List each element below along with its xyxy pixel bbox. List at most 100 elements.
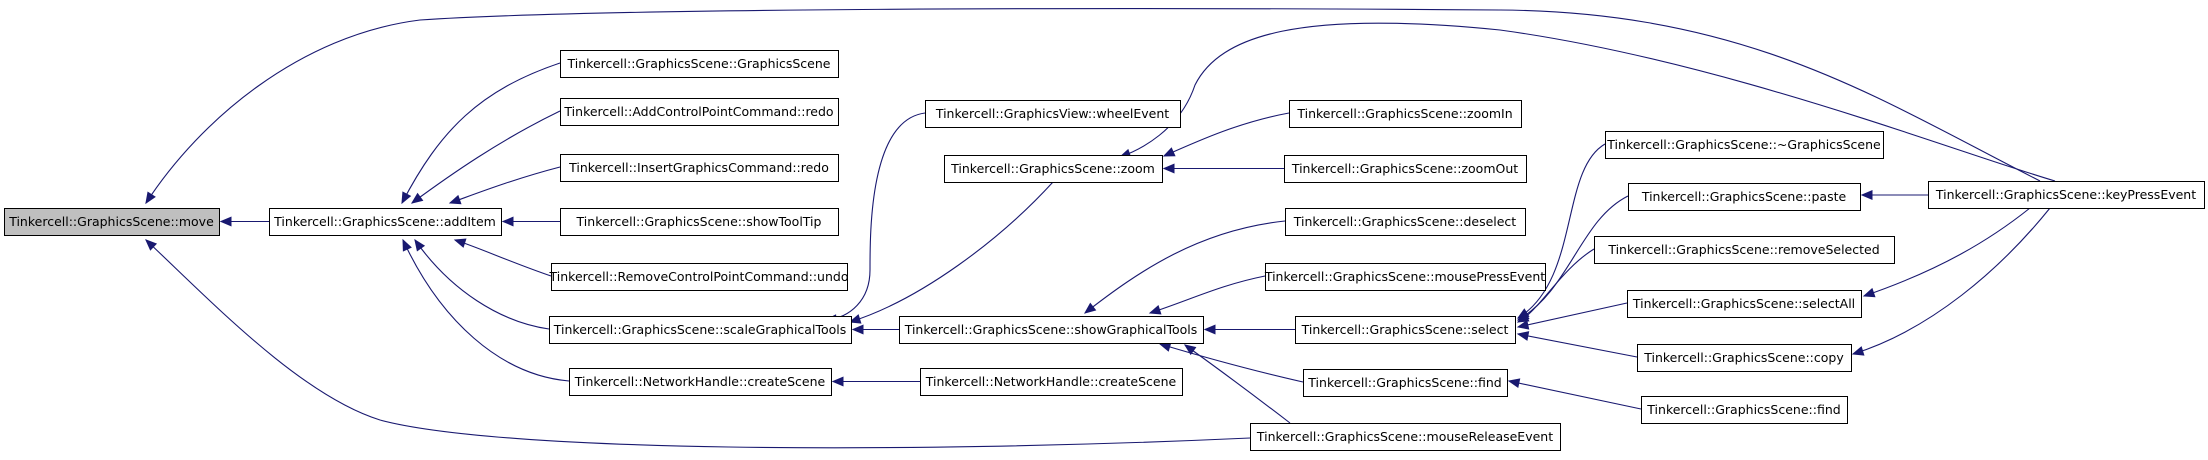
node-find2[interactable]: Tinkercell::GraphicsScene::find: [1641, 396, 1848, 424]
node-box: [1250, 423, 1561, 451]
node-box: [549, 316, 852, 344]
edge-line: [1517, 302, 1628, 328]
node-label: Tinkercell::GraphicsScene::deselect: [1293, 214, 1517, 229]
node-move[interactable]: Tinkercell::GraphicsScene::move: [4, 208, 220, 236]
node-nhCreate2[interactable]: Tinkercell::NetworkHandle::createScene: [920, 368, 1183, 396]
edge-zoomOut-to-zoom: [1162, 163, 1284, 174]
node-scaleGT[interactable]: Tinkercell::GraphicsScene::scaleGraphica…: [549, 316, 852, 344]
arrowhead: [831, 376, 844, 387]
node-box: [1627, 290, 1862, 318]
edge-scaleGT-to-addItem: [414, 238, 550, 330]
node-box: [4, 208, 220, 236]
node-box: [269, 208, 502, 236]
edge-keyPress-to-copy: [1851, 207, 2051, 356]
edge-line: [1149, 275, 1266, 314]
node-box: [1641, 396, 1848, 424]
edge-line: [849, 181, 1054, 323]
node-box: [944, 155, 1163, 183]
node-label: Tinkercell::GraphicsScene::GraphicsScene: [567, 56, 831, 71]
arrowhead: [848, 314, 862, 324]
arrowhead: [1516, 331, 1530, 341]
edge-mouseRelease-to-showGT: [1183, 344, 1291, 424]
edge-line: [145, 239, 1251, 449]
node-copy[interactable]: Tinkercell::GraphicsScene::copy: [1637, 344, 1852, 372]
arrowhead: [414, 238, 426, 252]
node-box: [1637, 344, 1852, 372]
edge-zoom-to-scaleGT: [848, 181, 1054, 324]
node-selectAll[interactable]: Tinkercell::GraphicsScene::selectAll: [1627, 290, 1862, 318]
arrowhead: [1862, 287, 1876, 298]
arrowhead: [402, 238, 412, 252]
edge-zoomIn-to-zoom: [1162, 112, 1290, 157]
arrowhead: [1148, 305, 1162, 315]
node-gsCtor[interactable]: Tinkercell::GraphicsScene::GraphicsScene: [560, 50, 839, 78]
arrowhead: [1507, 378, 1521, 389]
edge-line: [1508, 380, 1642, 410]
edge-keyPress-to-zoom: [1118, 22, 2056, 182]
node-label: Tinkercell::GraphicsScene::zoomIn: [1296, 106, 1512, 121]
node-label: Tinkercell::GraphicsScene::~GraphicsScen…: [1606, 137, 1881, 152]
node-addItem[interactable]: Tinkercell::GraphicsScene::addItem: [269, 208, 502, 236]
arrowhead: [1203, 324, 1216, 335]
edge-line: [1863, 207, 2031, 297]
edge-wheel-to-scaleGT: [824, 112, 926, 325]
node-showToolTip[interactable]: Tinkercell::GraphicsScene::showToolTip: [560, 208, 839, 236]
edge-line: [1517, 143, 1606, 319]
edge-gsCtor-to-addItem: [401, 62, 561, 205]
node-zoomIn[interactable]: Tinkercell::GraphicsScene::zoomIn: [1289, 100, 1522, 128]
node-zoomOut[interactable]: Tinkercell::GraphicsScene::zoomOut: [1284, 155, 1527, 183]
edge-line: [454, 239, 552, 277]
edge-nhCreate2-to-nhCreate1: [831, 376, 920, 387]
node-box: [1594, 236, 1895, 264]
arrowhead: [1162, 163, 1175, 174]
node-label: Tinkercell::GraphicsScene::move: [8, 214, 214, 229]
node-mouseRelease[interactable]: Tinkercell::GraphicsScene::mouseReleaseE…: [1250, 423, 1561, 451]
edge-insertGC-to-addItem: [448, 166, 561, 205]
edge-line: [1119, 22, 2056, 182]
edge-line: [401, 62, 561, 204]
node-box: [899, 316, 1204, 344]
node-nhCreate1[interactable]: Tinkercell::NetworkHandle::createScene: [569, 368, 832, 396]
node-removeSel[interactable]: Tinkercell::GraphicsScene::removeSelecte…: [1594, 236, 1895, 264]
edge-layer: [145, 8, 2056, 449]
node-label: Tinkercell::GraphicsScene::showGraphical…: [904, 322, 1198, 337]
node-select[interactable]: Tinkercell::GraphicsScene::select: [1295, 316, 1516, 344]
node-removeCP[interactable]: Tinkercell::RemoveControlPointCommand::u…: [549, 263, 849, 291]
node-box: [925, 100, 1181, 128]
edge-copy-to-select: [1516, 331, 1638, 358]
node-addCP[interactable]: Tinkercell::AddControlPointCommand::redo: [560, 98, 839, 126]
arrowhead: [1516, 312, 1530, 323]
edge-keyPress-to-move: [145, 8, 2041, 205]
arrowhead: [453, 238, 467, 248]
edge-line: [1084, 220, 1286, 314]
node-box: [1289, 100, 1522, 128]
edge-line: [402, 239, 570, 382]
arrowhead: [1162, 147, 1176, 157]
node-label: Tinkercell::GraphicsScene::zoomOut: [1291, 161, 1518, 176]
arrowhead: [219, 216, 232, 227]
edge-line: [1517, 333, 1638, 358]
arrowhead: [145, 239, 158, 251]
node-find1[interactable]: Tinkercell::GraphicsScene::find: [1303, 369, 1508, 397]
node-box: [1285, 208, 1526, 236]
node-label: Tinkercell::GraphicsScene::select: [1301, 322, 1509, 337]
node-deselect[interactable]: Tinkercell::GraphicsScene::deselect: [1285, 208, 1526, 236]
node-zoom[interactable]: Tinkercell::GraphicsScene::zoom: [944, 155, 1163, 183]
node-mousePress[interactable]: Tinkercell::GraphicsScene::mousePressEve…: [1264, 263, 1546, 291]
node-box: [1265, 263, 1546, 291]
node-box: [569, 368, 832, 396]
node-paste[interactable]: Tinkercell::GraphicsScene::paste: [1628, 183, 1861, 211]
node-label: Tinkercell::GraphicsScene::mouseReleaseE…: [1256, 429, 1553, 444]
edge-removeSel-to-select: [1516, 248, 1595, 323]
node-showGT[interactable]: Tinkercell::GraphicsScene::showGraphical…: [899, 316, 1204, 344]
node-wheel[interactable]: Tinkercell::GraphicsView::wheelEvent: [925, 100, 1181, 128]
node-insertGC[interactable]: Tinkercell::InsertGraphicsCommand::redo: [560, 154, 839, 182]
node-keyPress[interactable]: Tinkercell::GraphicsScene::keyPressEvent: [1928, 181, 2205, 209]
node-box: [1928, 181, 2205, 209]
edge-showGT-to-scaleGT: [851, 324, 899, 335]
edge-nhCreate1-to-addItem: [402, 238, 570, 382]
arrowhead: [401, 191, 412, 205]
node-dtor[interactable]: Tinkercell::GraphicsScene::~GraphicsScen…: [1605, 131, 1884, 159]
edge-removeCP-to-addItem: [453, 238, 552, 277]
